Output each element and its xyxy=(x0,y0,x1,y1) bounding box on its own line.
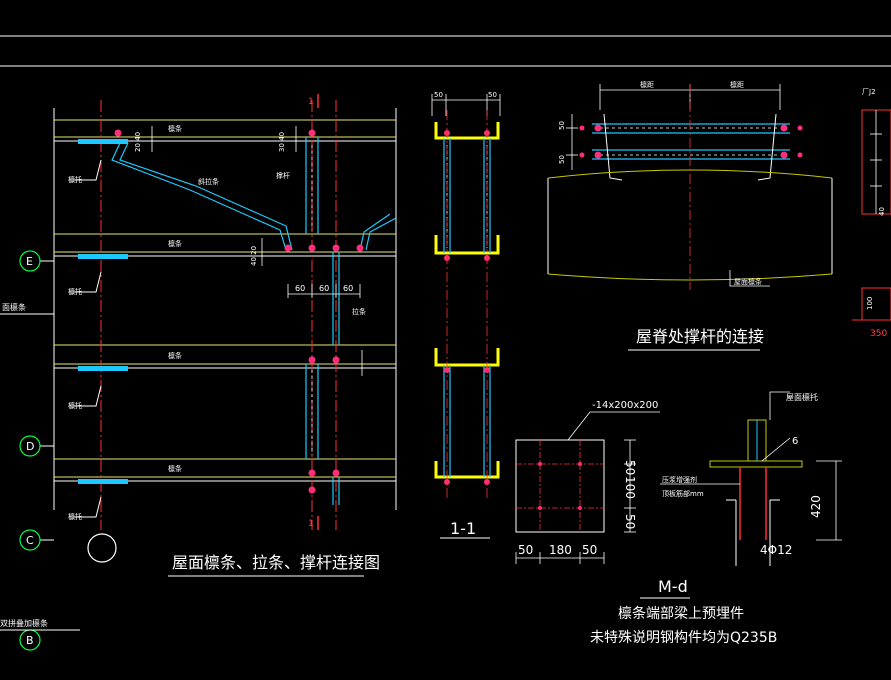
plate-dim-180: 180 xyxy=(549,543,572,557)
label-support-4: 檩托 xyxy=(68,512,82,521)
plate-dim-50-a: 50 xyxy=(518,543,533,557)
beam-note-2: 顶板筋部mm xyxy=(662,489,704,498)
grid-D: D xyxy=(26,440,34,453)
md-mark: M-d xyxy=(658,577,688,596)
dim-4020: 40 20 xyxy=(250,246,258,266)
dim-60-c: 60 xyxy=(343,284,353,293)
ridge-strut-connection: 檩距 檩距 50 50 xyxy=(547,80,833,351)
plate-dim-v50-b: 50 xyxy=(623,514,637,529)
dim-3040: 30 40 xyxy=(278,132,286,152)
dim-60-a: 60 xyxy=(295,284,305,293)
ridge-bottom-note: 屋面檩条 xyxy=(734,277,762,286)
channel-sections xyxy=(434,122,500,479)
drawing-frame xyxy=(0,35,891,67)
purlin-holder-label: 屋面檩托 xyxy=(786,392,818,402)
label-purlin-3: 檩条 xyxy=(168,351,182,360)
right-edge-partial-detail: 厂J2 100 40 350 xyxy=(852,88,891,339)
dim-60-b: 60 xyxy=(319,284,329,293)
section-mark-bottom: 1 xyxy=(308,519,314,529)
label-diag-rod: 斜拉条 xyxy=(198,177,219,186)
vertical-struts xyxy=(305,137,340,505)
md-note-1: 檩条端部梁上预埋件 xyxy=(618,605,744,622)
right-dim-350: 350 xyxy=(870,329,887,339)
right-edge-note: 厂J2 xyxy=(862,88,876,96)
plate-dim-v50-a: 50 xyxy=(623,460,637,475)
column-circle xyxy=(87,533,117,563)
plate-dim-v100: 100 xyxy=(623,476,637,499)
plate-dim-50-b: 50 xyxy=(582,543,597,557)
ridge-dim-50-top: 50 xyxy=(558,121,566,130)
title-section: 1-1 xyxy=(450,519,476,538)
label-purlin-1: 檩条 xyxy=(168,124,182,133)
title-ridge: 屋脊处撑杆的连接 xyxy=(636,327,764,346)
diagonal-tie-rod xyxy=(111,142,397,251)
right-dim-100: 100 xyxy=(866,297,874,310)
ridge-dim-right: 檩距 xyxy=(730,80,744,89)
right-dim-40: 40 xyxy=(878,207,886,216)
purlin-connection-plan: 1 1 60 60 60 20 40 30 40 40 20 檩条 檩条 檩条 … xyxy=(0,94,397,577)
sec-dim-50-a: 50 xyxy=(434,91,443,99)
grid-bubbles: E D C B 双拼叠加檩条 xyxy=(0,250,80,651)
grid-E: E xyxy=(26,255,33,268)
label-support-2: 檩托 xyxy=(68,287,82,296)
ridge-dim-50-bot: 50 xyxy=(558,155,566,164)
label-tie: 拉条 xyxy=(352,307,366,316)
label-purlin-2: 檩条 xyxy=(168,239,182,248)
weld-size: 6 xyxy=(792,436,798,447)
beam-embed-section: 屋面檩托 6 压浆增强剂 顶板筋部mm 4Φ12 420 xyxy=(660,391,842,566)
label-purlin-4: 檩条 xyxy=(168,464,182,473)
ridge-dim-left: 檩距 xyxy=(640,80,654,89)
rebar-spec: 4Φ12 xyxy=(760,543,792,557)
embedded-plate-detail: -14x200x200 50 180 50 50 100 50 M-d 檩条端部… xyxy=(515,400,777,646)
sec-dim-50-b: 50 xyxy=(488,91,497,99)
grid-B: B xyxy=(26,634,34,647)
section-1-1: 50 50 1-1 xyxy=(431,91,501,539)
section-mark-top: 1 xyxy=(308,97,314,107)
md-note-2: 未特殊说明钢构件均为Q235B xyxy=(590,630,777,646)
grid-C: C xyxy=(26,534,34,547)
bottom-left-note: 双拼叠加檩条 xyxy=(0,618,48,628)
title-main: 屋面檩条、拉条、撑杆连接图 xyxy=(172,553,380,572)
plate-spec: -14x200x200 xyxy=(592,400,658,411)
purlin-supports xyxy=(78,139,128,484)
label-support-1: 檩托 xyxy=(68,175,82,184)
bolts xyxy=(114,129,364,494)
dim-2040: 20 40 xyxy=(134,132,142,152)
purlin-lines xyxy=(54,119,396,478)
beam-note-1: 压浆增强剂 xyxy=(662,475,697,484)
left-edge-note: 面檩条 xyxy=(2,302,26,312)
beam-dim-420: 420 xyxy=(809,495,823,518)
label-strut: 撑杆 xyxy=(276,171,290,180)
label-support-3: 檩托 xyxy=(68,401,82,410)
